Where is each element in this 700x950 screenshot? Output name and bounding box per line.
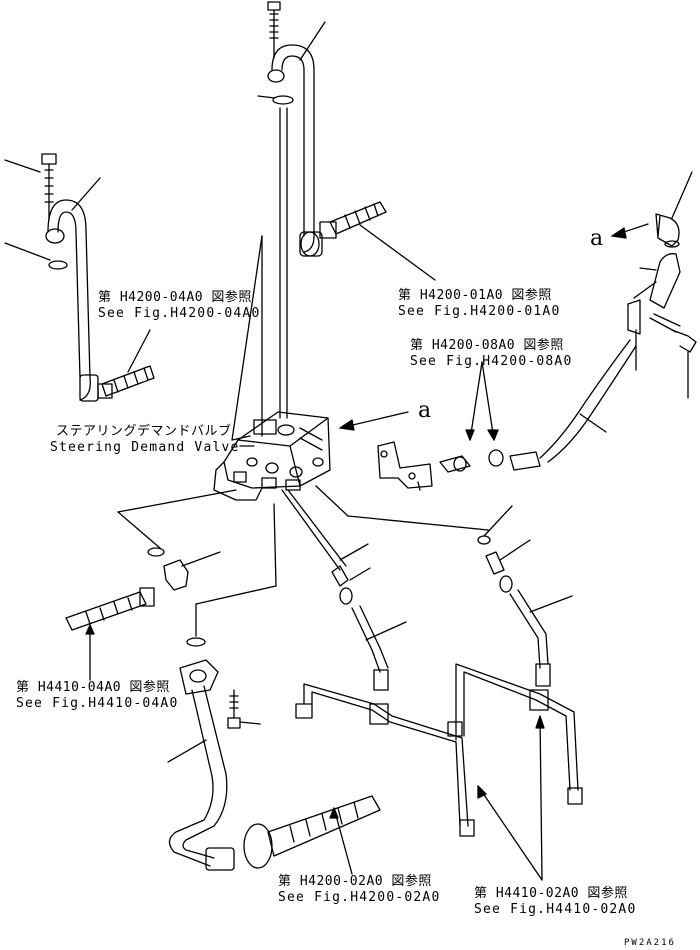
leader-valve-top <box>232 236 262 440</box>
lower-bolt <box>228 690 260 728</box>
steering-demand-valve <box>214 412 330 500</box>
gasket-right-center <box>478 536 490 544</box>
leader-gasket-a <box>118 512 160 548</box>
leader-right-center-b <box>348 516 488 530</box>
leader-gasket-b <box>118 490 236 512</box>
ref-h4200-04-en: See Fig.H4200-04A0 <box>98 306 261 321</box>
ref-h4410-04-ja: 第 H4410-04A0 図参照 <box>16 680 170 695</box>
gasket-lower-left <box>148 548 164 556</box>
arrow-a-valve <box>340 412 408 430</box>
right-center-fitting <box>486 540 530 592</box>
valve-label-ja: ステアリングデマンドバルブ <box>56 424 232 439</box>
gasket-lower <box>187 638 205 646</box>
hose-h4200-02 <box>244 796 380 874</box>
leader-center-line <box>282 490 340 570</box>
leader-left-bolt <box>5 160 40 172</box>
center-hose <box>352 606 406 690</box>
right-upper-hose <box>634 254 680 308</box>
valve-label-en: Steering Demand Valve <box>50 440 240 455</box>
hose-h4410-04 <box>66 588 154 680</box>
leader-s-tube <box>168 740 206 762</box>
leader-lower-gasket-a <box>196 586 276 604</box>
arrow-a-right <box>612 224 648 238</box>
top-bolt <box>268 2 280 58</box>
top-pipe-down <box>280 108 287 418</box>
top-tube <box>268 45 322 256</box>
leader-lower-gasket-b <box>274 504 276 586</box>
leader-right-center <box>316 486 348 516</box>
left-gasket <box>5 243 67 269</box>
pointer-h4410-02 <box>478 716 544 880</box>
ref-h4200-01-ja: 第 H4200-01A0 図参照 <box>398 288 552 303</box>
lower-s-tube <box>169 686 234 870</box>
ref-h4410-04-en: See Fig.H4410-04A0 <box>16 696 179 711</box>
left-bolt <box>42 154 56 220</box>
ref-h4410-02-ja: 第 H4410-02A0 図参照 <box>474 886 628 901</box>
leader-left-tube <box>72 178 100 210</box>
ref-h4200-02-en: See Fig.H4200-02A0 <box>278 890 441 905</box>
fittings-h4200-08 <box>440 362 540 472</box>
center-fitting <box>332 544 370 604</box>
ref-h4200-04-ja: 第 H4200-04A0 図参照 <box>98 290 252 305</box>
top-gasket <box>258 96 293 104</box>
ref-h4410-02-en: See Fig.H4410-02A0 <box>474 902 637 917</box>
drawing-code: PW2A216 <box>624 938 676 948</box>
ref-h4200-02-ja: 第 H4200-02A0 図参照 <box>278 874 432 889</box>
ref-h4200-08-ja: 第 H4200-08A0 図参照 <box>410 338 564 353</box>
left-tube <box>46 200 98 401</box>
leader-top-tube <box>300 22 325 60</box>
bracket <box>378 442 432 490</box>
hose-h4200-01 <box>320 202 435 280</box>
right-long-hose <box>540 340 636 462</box>
ref-h4200-01-en: See Fig.H4200-01A0 <box>398 304 561 319</box>
ref-h4200-08-en: See Fig.H4200-08A0 <box>410 354 573 369</box>
marker-a-valve: a <box>418 398 432 423</box>
right-elbow <box>656 172 692 246</box>
leader-valve-label <box>232 436 250 440</box>
hose-h4200-04 <box>98 330 154 398</box>
pipe-network-h4410-02 <box>296 664 582 836</box>
right-bolt <box>650 314 696 398</box>
lower-flange <box>180 660 218 694</box>
right-center-hose <box>510 590 572 686</box>
marker-a-right: a <box>590 226 604 251</box>
leader-center-line-2 <box>288 490 346 566</box>
leader-gasket-rc <box>484 506 512 536</box>
elbow-lower-left <box>164 552 220 590</box>
right-oring <box>665 241 679 247</box>
right-clamp <box>628 300 640 370</box>
